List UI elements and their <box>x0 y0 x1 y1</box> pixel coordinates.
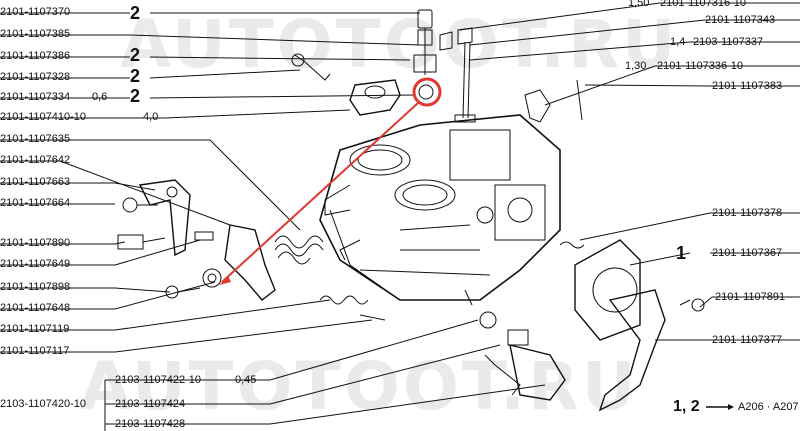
ref-marker: 2 <box>130 86 141 106</box>
callout-pre: 1,30 <box>625 60 647 72</box>
callout-2101-1107648: 2101-1107648 <box>0 302 71 314</box>
callout-pre: 1,4 <box>670 36 686 48</box>
callout-2101-1107649: 2101-1107649 <box>0 258 71 270</box>
ref-marker: 2 <box>130 3 141 23</box>
ref-marker: 2 <box>130 45 141 65</box>
watermark-bottom: AUTOTOOT.RU <box>80 348 639 425</box>
highlight-annotation <box>219 77 442 285</box>
callout-2101-1107336-10: 2101-1107336-10 <box>657 60 744 72</box>
callout-2101-1107117: 2101-1107117 <box>0 345 70 357</box>
callout-qty: 0,6 <box>92 91 108 103</box>
callout-2103-1107420-10: 2103-1107420-10 <box>0 398 87 410</box>
callout-2101-1107370: 2101-1107370 <box>0 6 71 18</box>
callout-2101-1107328: 2101-1107328 <box>0 71 71 83</box>
callout-2101-1107898: 2101-1107898 <box>0 281 71 293</box>
ref-marker: 1 <box>676 243 687 263</box>
callout-2103-1107422-10: 2103-1107422-10 <box>115 374 202 386</box>
ref-marker: 2 <box>130 66 141 86</box>
callout-2101-1107663: 2101-1107663 <box>0 176 71 188</box>
legend-models: A206 · A207 <box>738 401 799 413</box>
callout-2101-1107664: 2101-1107664 <box>0 197 71 209</box>
callout-2103-1107424: 2103-1107424 <box>115 398 186 410</box>
callout-2101-1107383: 2101-1107383 <box>712 80 783 92</box>
callout-2101-1107642: 2101-1107642 <box>0 154 71 166</box>
callout-2103-1107428: 2103-1107428 <box>115 418 186 430</box>
callout-2101-1107334: 2101-1107334 <box>0 91 71 103</box>
callout-pre: 1,50 <box>628 0 650 9</box>
callout-2101-1107386: 2101-1107386 <box>0 50 71 62</box>
callout-2101-1107410-10: 2101-1107410-10 <box>0 111 87 123</box>
callout-qty: 0,45 <box>235 374 257 386</box>
callout-qty: 4,0 <box>143 111 159 123</box>
legend-refs: 1, 2 <box>673 398 700 415</box>
callout-2101-1107385: 2101-1107385 <box>0 28 71 40</box>
callout-2101-1107119: 2101-1107119 <box>0 323 70 335</box>
callout-2101-1107635: 2101-1107635 <box>0 133 71 145</box>
callout-2101-1107377: 2101-1107377 <box>712 334 783 346</box>
callout-2101-1107378: 2101-1107378 <box>712 207 783 219</box>
callout-2101-1107316-10: 2101-1107316-10 <box>660 0 747 9</box>
callout-2101-1107343: 2101-1107343 <box>705 14 776 26</box>
callout-2101-1107890: 2101-1107890 <box>0 237 71 249</box>
callout-2103-1107337: 2103-1107337 <box>693 36 764 48</box>
callout-2101-1107891: 2101-1107891 <box>715 291 786 303</box>
callout-2101-1107367: 2101-1107367 <box>712 247 783 259</box>
